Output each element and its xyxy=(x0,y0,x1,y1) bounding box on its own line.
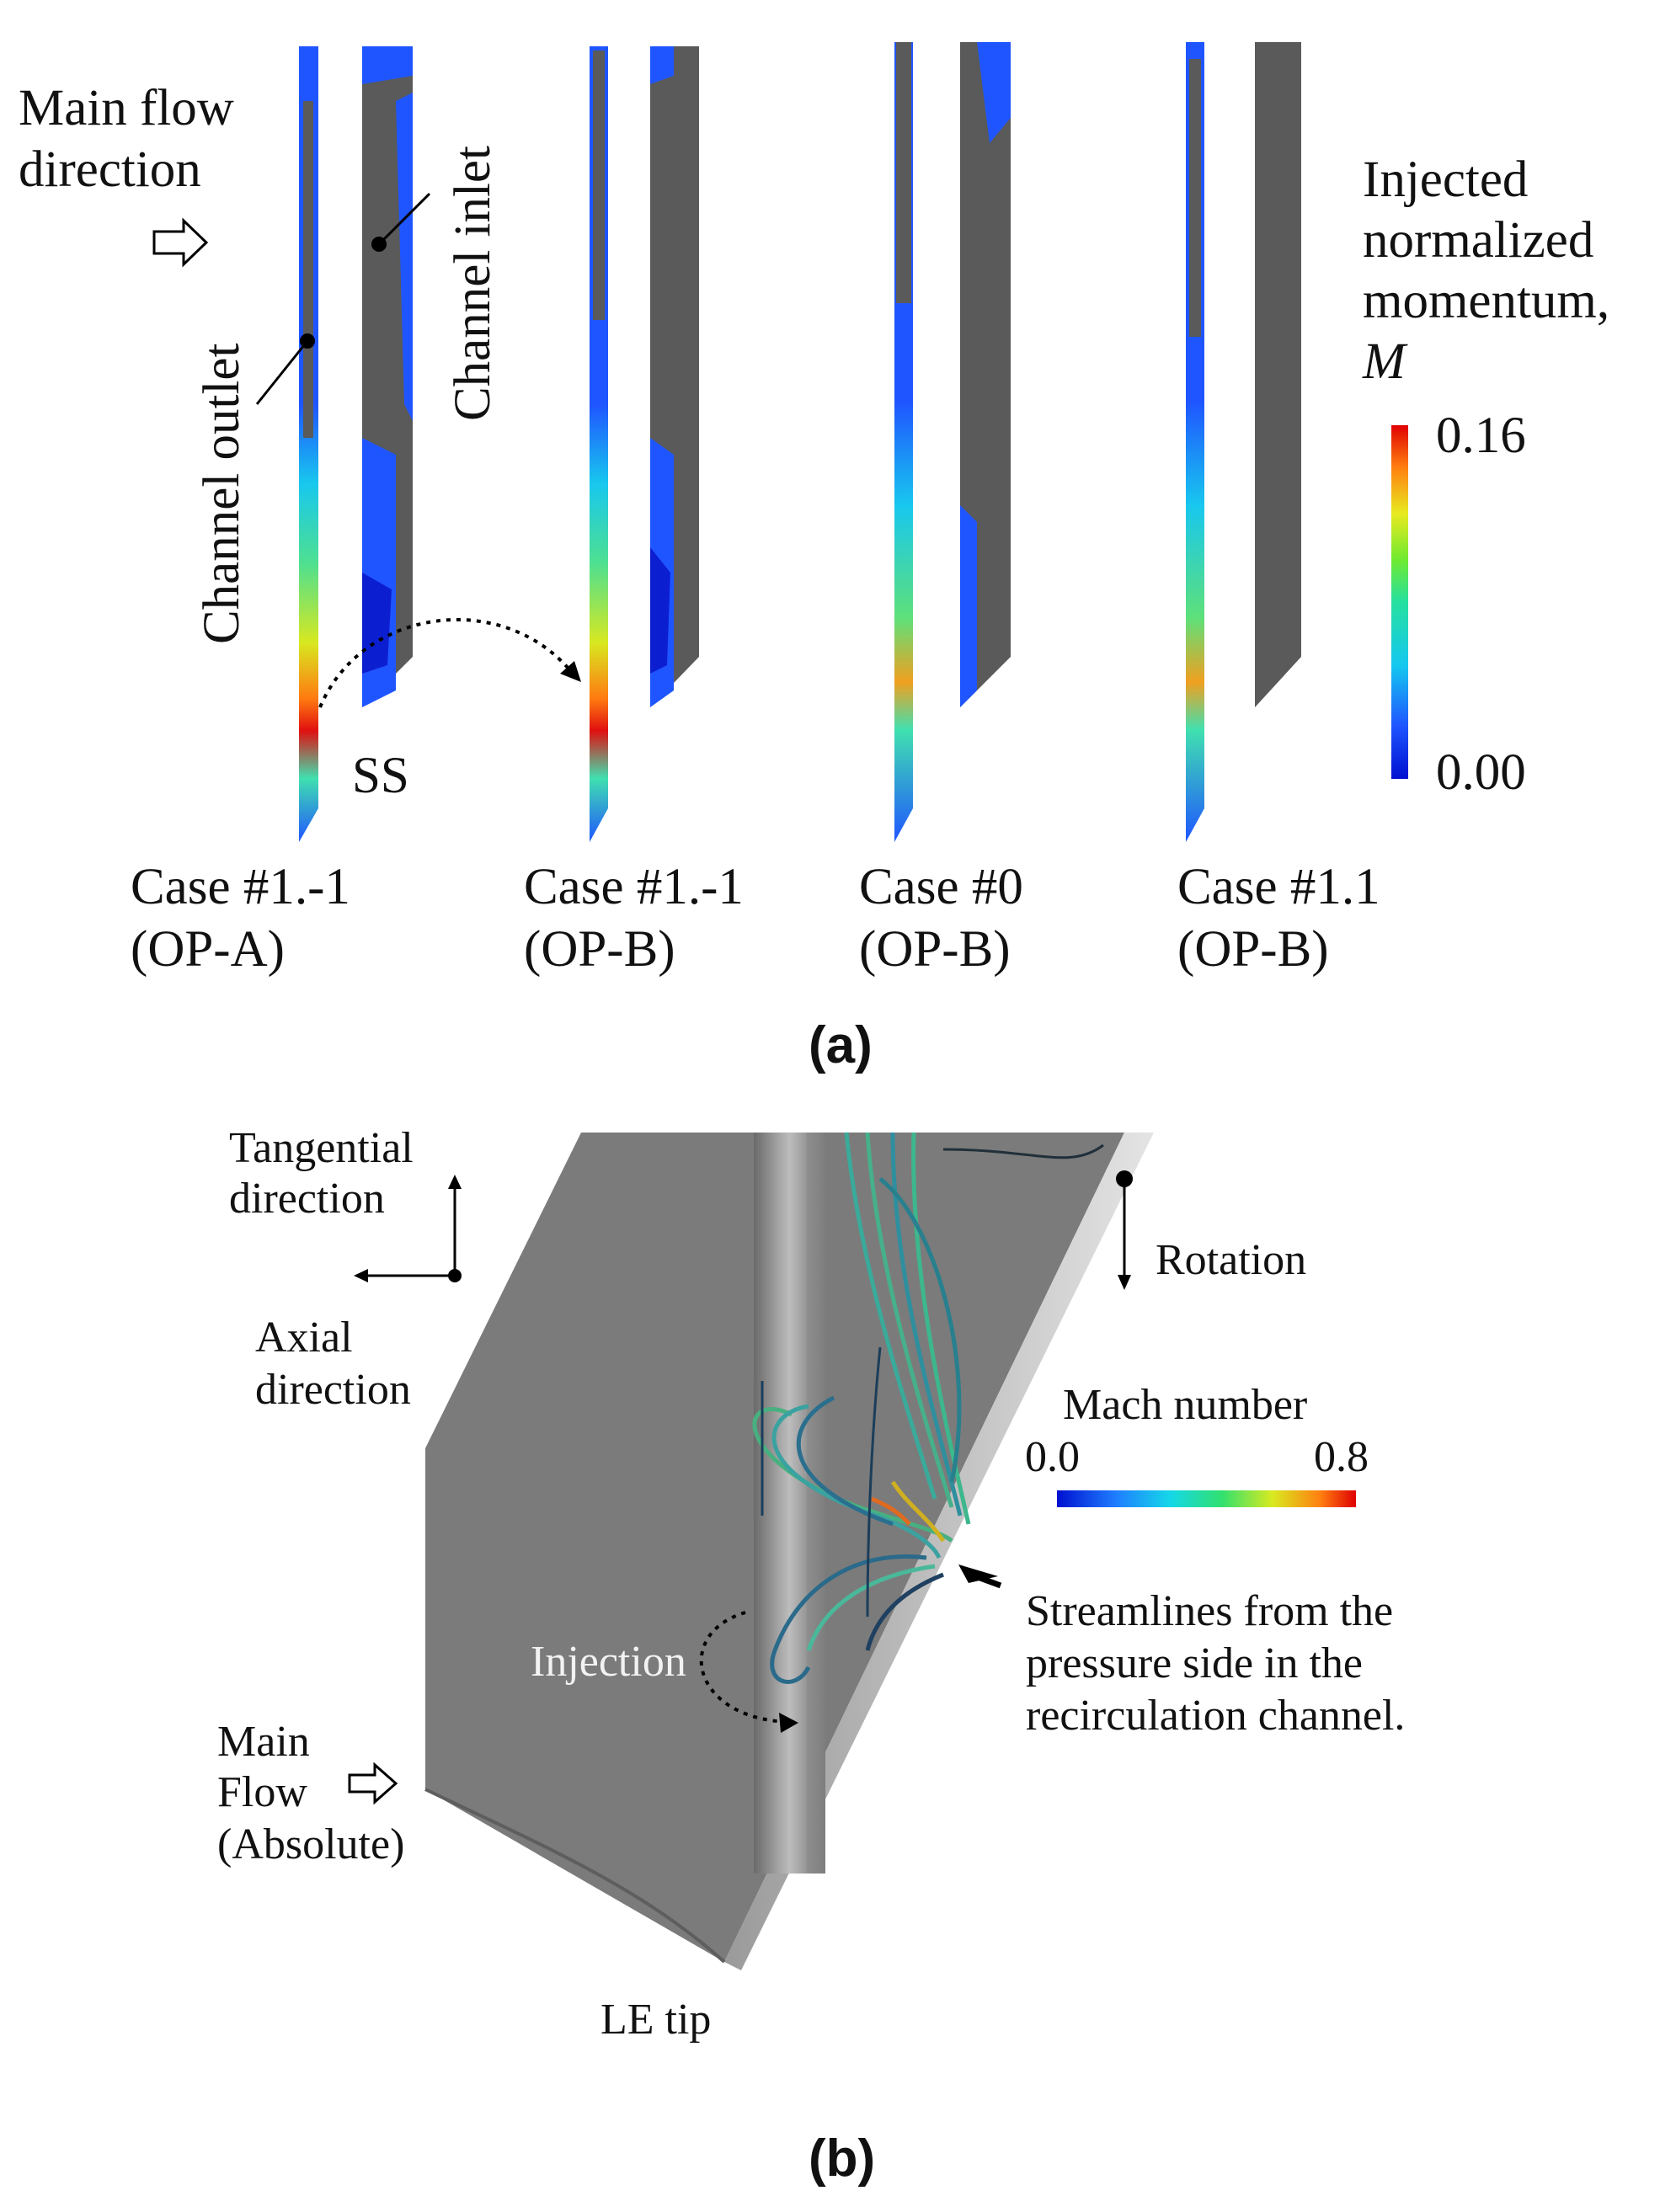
case4-outlet-strip xyxy=(1186,42,1204,842)
case3-inlet-strip xyxy=(960,42,1011,707)
case4-inlet-strip xyxy=(1255,42,1301,707)
tangential-arrow-icon xyxy=(448,1175,462,1189)
case1-inlet-strip xyxy=(362,46,413,707)
colorbar-title-line2: normalized xyxy=(1363,212,1594,269)
colorbar-title-line1: Injected xyxy=(1363,152,1529,208)
mach-title: Mach number xyxy=(1063,1381,1308,1429)
tangential-label-line2: direction xyxy=(229,1175,385,1223)
case1-outlet-strip xyxy=(299,46,318,842)
panel-b-caption: (b) xyxy=(809,2129,876,2188)
panel-a-graphics xyxy=(152,42,1408,842)
case-label-3-line2: (OP-B) xyxy=(859,921,1011,978)
streamlines xyxy=(752,1132,1104,1684)
main-flow-b-line3: (Absolute) xyxy=(217,1820,405,1868)
outlet-leader-line xyxy=(255,340,309,405)
tangential-label-line1: Tangential xyxy=(229,1124,414,1172)
ss-label: SS xyxy=(352,748,409,804)
injection-arrowhead xyxy=(779,1713,798,1733)
rotation-arrow-icon xyxy=(1118,1275,1131,1290)
streamlines-label-line3: recirculation channel. xyxy=(1026,1692,1406,1740)
case2-outlet-strip xyxy=(590,46,608,842)
rotation-label: Rotation xyxy=(1156,1236,1307,1284)
arc-arrowhead xyxy=(560,661,581,682)
main-flow-label-line2: direction xyxy=(19,141,201,198)
mach-colorbar xyxy=(1057,1490,1356,1507)
injection-dotted-arrow xyxy=(699,1611,788,1724)
case-label-1-line1: Case #1.-1 xyxy=(131,859,350,915)
case-label-4-line2: (OP-B) xyxy=(1177,921,1329,978)
case-label-4-line1: Case #1.1 xyxy=(1177,859,1380,915)
mach-max-label: 0.8 xyxy=(1314,1433,1369,1481)
colorbar-title-line3: momentum, xyxy=(1363,273,1610,329)
streamlines-label-line1: Streamlines from the xyxy=(1026,1587,1394,1635)
case-label-3-line1: Case #0 xyxy=(859,859,1023,915)
main-flow-arrow-icon xyxy=(152,217,209,268)
axes-origin-dot xyxy=(448,1269,462,1282)
inlet-marker-dot xyxy=(371,237,387,252)
case3-outlet-strip xyxy=(894,42,913,842)
axial-label-line2: direction xyxy=(255,1366,411,1414)
axial-label-line1: Axial xyxy=(255,1314,353,1362)
blade-lower-edge xyxy=(424,1788,726,1964)
case-label-2-line1: Case #1.-1 xyxy=(524,859,744,915)
dotted-arc-arrow xyxy=(318,617,574,708)
main-flow-label-line1: Main flow xyxy=(19,80,234,136)
streamlines-label-line2: pressure side in the xyxy=(1026,1639,1364,1687)
case-label-2-line2: (OP-B) xyxy=(524,921,675,978)
panel-a-caption: (a) xyxy=(809,1016,873,1074)
colorbar-symbol: M xyxy=(1363,333,1406,390)
axial-arrow-icon xyxy=(354,1269,368,1282)
inlet-leader-line xyxy=(377,192,431,246)
case2-inlet-strip xyxy=(650,46,699,707)
injection-label: Injection xyxy=(531,1638,686,1686)
le-tip-label: LE tip xyxy=(600,1996,712,2044)
case-label-1-line2: (OP-A) xyxy=(131,921,285,978)
main-flow-b-line2: Flow xyxy=(217,1768,307,1816)
outlet-marker-dot xyxy=(300,333,315,349)
main-flow-b-line1: Main xyxy=(217,1718,310,1766)
colorbar-max-label: 0.16 xyxy=(1436,408,1526,464)
main-flow-absolute-arrow-icon xyxy=(348,1762,398,1805)
colorbar-min-label: 0.00 xyxy=(1436,744,1526,801)
mach-min-label: 0.0 xyxy=(1025,1433,1080,1481)
momentum-colorbar xyxy=(1391,425,1408,779)
blade-edge xyxy=(724,1133,1154,1970)
